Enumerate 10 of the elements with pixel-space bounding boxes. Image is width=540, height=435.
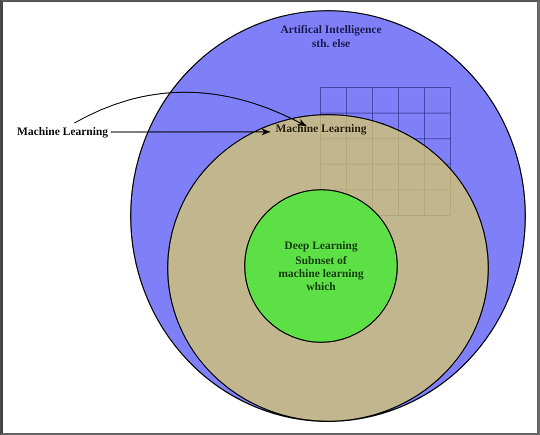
circle-title: Machine Learning bbox=[274, 122, 368, 136]
arrow bbox=[110, 128, 270, 136]
set-circle bbox=[167, 114, 489, 422]
description-text: Subnset of machine learning which bbox=[277, 255, 365, 294]
circle-title: Artifical Intelligence sth. else bbox=[279, 23, 383, 51]
text-label: Machine Learning bbox=[17, 125, 108, 139]
circle-title: Deep Learning bbox=[283, 240, 359, 253]
set-circle bbox=[244, 189, 398, 343]
set-circle bbox=[130, 10, 526, 422]
curved-arrow bbox=[74, 92, 307, 126]
